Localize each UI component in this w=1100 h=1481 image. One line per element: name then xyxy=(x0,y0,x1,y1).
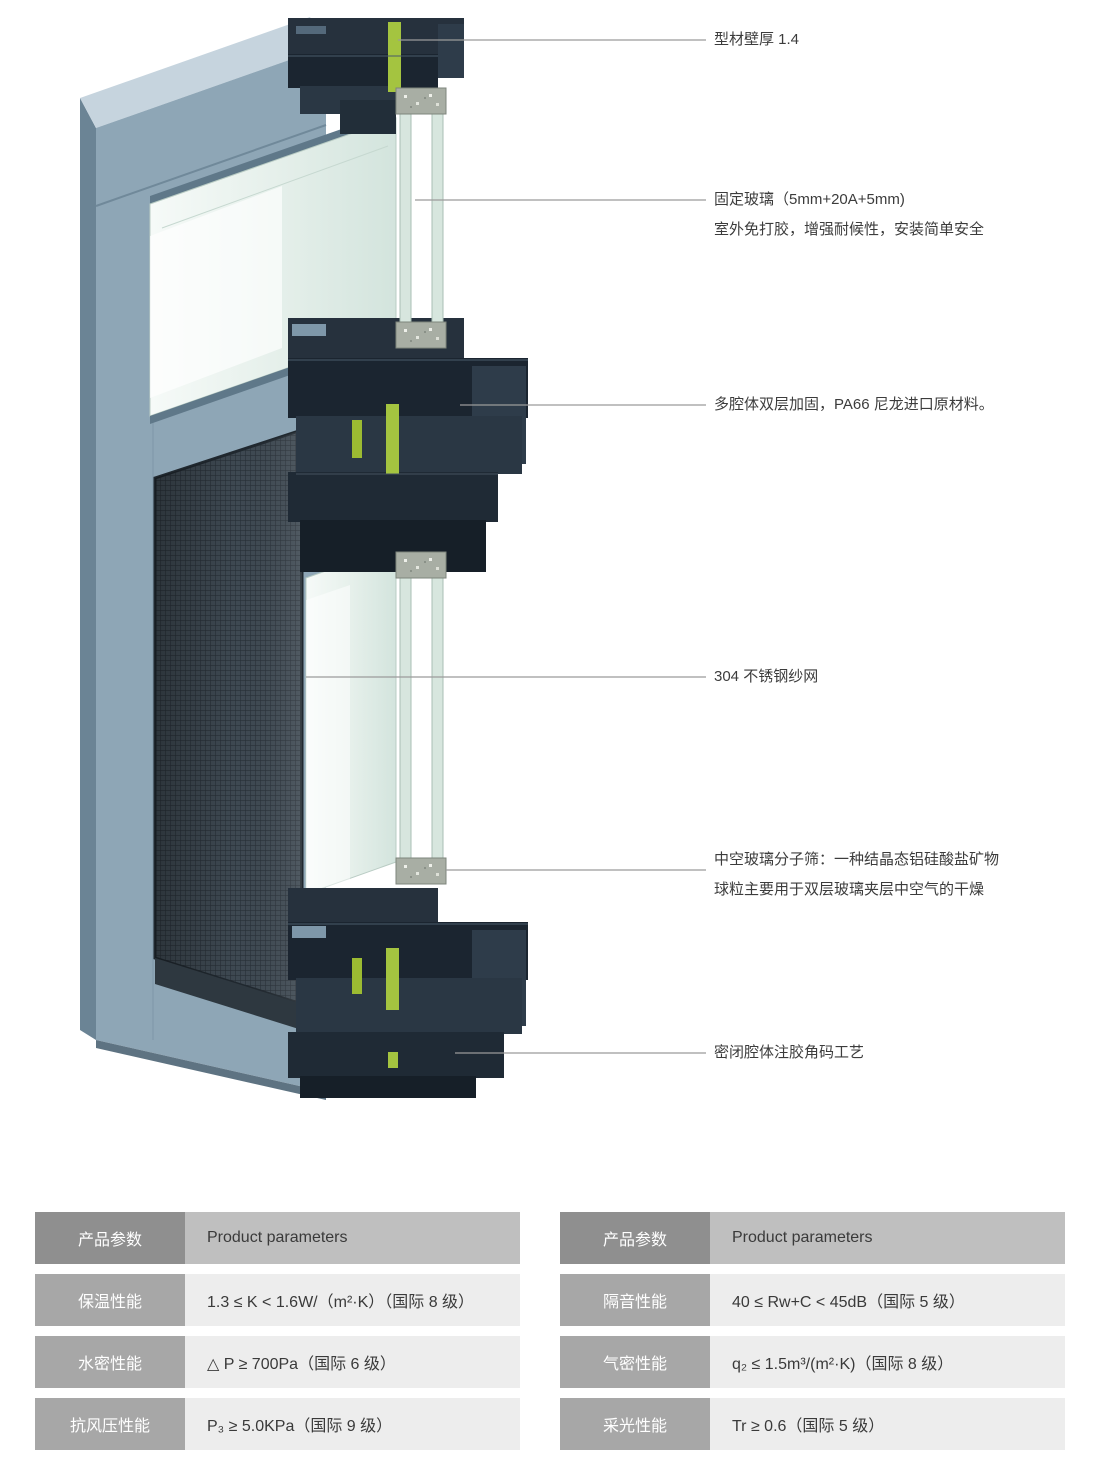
window-cross-section-diagram: 型材壁厚 1.4 固定玻璃（5mm+20A+5mm) 室外免打胶，增强耐候性，安… xyxy=(80,17,1094,1100)
annotation-profile-thickness: 型材壁厚 1.4 xyxy=(714,25,1094,55)
param-value: △ P ≥ 700Pa（国际 6 级） xyxy=(185,1336,520,1388)
annotation-multi-chamber: 多腔体双层加固，PA66 尼龙进口原材料。 xyxy=(714,390,1094,420)
table-row: 抗风压性能 P₃ ≥ 5.0KPa（国际 9 级） 采光性能 Tr ≥ 0.6（… xyxy=(35,1398,1065,1450)
annotation-text: 多腔体双层加固，PA66 尼龙进口原材料。 xyxy=(714,396,994,413)
transom-profile-section xyxy=(288,318,528,572)
param-value: 40 ≤ Rw+C < 45dB（国际 5 级） xyxy=(710,1274,1065,1326)
param-label: 保温性能 xyxy=(35,1274,185,1326)
table-header-row: 产品参数 Product parameters 产品参数 Product par… xyxy=(35,1212,1065,1264)
annotation-text: 304 不锈钢纱网 xyxy=(714,668,819,685)
annotation-text: 固定玻璃（5mm+20A+5mm) xyxy=(714,191,905,208)
param-label: 隔音性能 xyxy=(560,1274,710,1326)
param-header-label: 产品参数 xyxy=(35,1212,185,1264)
annotation-text: 型材壁厚 1.4 xyxy=(714,31,800,48)
window-cutaway-illustration xyxy=(80,17,706,1100)
annotation-text: 球粒主要用于双层玻璃夹层中空气的干燥 xyxy=(714,881,985,898)
annotation-molecular-sieve: 中空玻璃分子筛：一种结晶态铝硅酸盐矿物 球粒主要用于双层玻璃夹层中空气的干燥 xyxy=(714,845,1094,905)
param-header-title: Product parameters xyxy=(710,1212,1065,1264)
param-header-label: 产品参数 xyxy=(560,1212,710,1264)
param-value: q₂ ≤ 1.5m³/(m²·K)（国际 8 级） xyxy=(710,1336,1065,1388)
glass-edge-sections xyxy=(395,87,447,885)
head-profile-section xyxy=(288,18,464,134)
param-label: 抗风压性能 xyxy=(35,1398,185,1450)
column-gap xyxy=(520,1398,560,1450)
param-label: 水密性能 xyxy=(35,1336,185,1388)
leader-lines xyxy=(306,39,706,1054)
sash-glass-pane xyxy=(305,545,397,895)
param-label: 气密性能 xyxy=(560,1336,710,1388)
annotation-fixed-glass: 固定玻璃（5mm+20A+5mm) 室外免打胶，增强耐候性，安装简单安全 xyxy=(714,185,1094,245)
annotation-text: 密闭腔体注胶角码工艺 xyxy=(714,1044,865,1061)
sill-profile-section xyxy=(288,888,528,1098)
column-gap xyxy=(520,1212,560,1264)
annotation-text: 中空玻璃分子筛：一种结晶态铝硅酸盐矿物 xyxy=(714,851,1000,868)
mesh-panel xyxy=(153,427,304,1030)
annotation-corner-injection: 密闭腔体注胶角码工艺 xyxy=(714,1038,1094,1068)
table-row: 水密性能 △ P ≥ 700Pa（国际 6 级） 气密性能 q₂ ≤ 1.5m³… xyxy=(35,1336,1065,1388)
product-parameters-table: 产品参数 Product parameters 产品参数 Product par… xyxy=(35,1212,1065,1460)
param-header-title: Product parameters xyxy=(185,1212,520,1264)
table-row: 保温性能 1.3 ≤ K < 1.6W/（m²·K）（国际 8 级） 隔音性能 … xyxy=(35,1274,1065,1326)
column-gap xyxy=(520,1274,560,1326)
param-value: 1.3 ≤ K < 1.6W/（m²·K）（国际 8 级） xyxy=(185,1274,520,1326)
annotation-stainless-mesh: 304 不锈钢纱网 xyxy=(714,662,1094,692)
annotation-text: 室外免打胶，增强耐候性，安装简单安全 xyxy=(714,221,985,238)
param-label: 采光性能 xyxy=(560,1398,710,1450)
column-gap xyxy=(520,1336,560,1388)
param-value: Tr ≥ 0.6（国际 5 级） xyxy=(710,1398,1065,1450)
param-value: P₃ ≥ 5.0KPa（国际 9 级） xyxy=(185,1398,520,1450)
